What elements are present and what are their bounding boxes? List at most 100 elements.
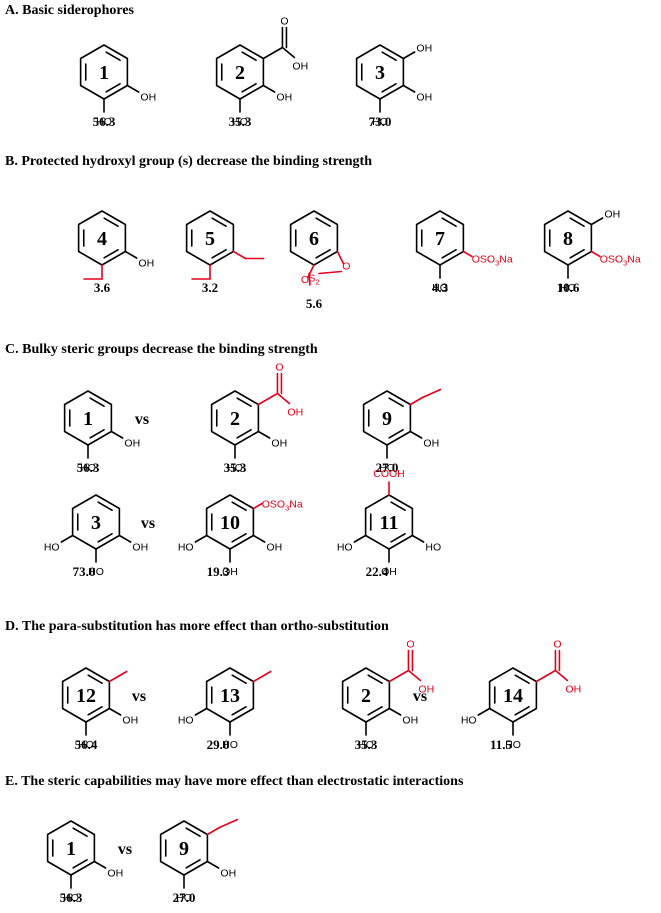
binding-strength-value: 56.3 xyxy=(77,460,100,475)
hydroxyl-bond xyxy=(276,392,291,405)
compound-number: 14 xyxy=(503,685,523,707)
binding-strength-value: 4.3 xyxy=(432,280,449,295)
carbonyl-o-label: O xyxy=(553,639,561,651)
double-bond xyxy=(381,51,397,62)
substituent-bond xyxy=(257,430,271,439)
substituent-bond xyxy=(252,534,266,543)
double-bond xyxy=(103,217,119,228)
oh-label: OH xyxy=(418,684,434,696)
molecule-5: 53.2 xyxy=(185,210,265,295)
double-bond xyxy=(381,82,397,93)
substituent-bond xyxy=(402,51,416,60)
binding-strength-value: 29.0 xyxy=(207,737,230,752)
sulfate-bond xyxy=(308,272,311,286)
substituent-bond xyxy=(409,430,423,439)
ho-label: HO xyxy=(178,542,194,554)
double-bond xyxy=(185,858,201,869)
methyl-bond xyxy=(252,670,272,683)
double-bond xyxy=(87,674,103,685)
ho-label: HO xyxy=(425,542,441,554)
hydroxyl-bond xyxy=(554,669,569,682)
ho-label: HO xyxy=(432,282,448,294)
ether-bond xyxy=(232,250,247,260)
oh-label: OH xyxy=(423,438,439,450)
substituent-bond xyxy=(60,534,74,543)
compound-number: 2 xyxy=(230,408,240,430)
substituent-bond xyxy=(118,534,132,543)
double-bond xyxy=(390,501,406,512)
ho-label: HO xyxy=(379,462,395,474)
sulfate-bond xyxy=(318,270,343,275)
compound-number: 5 xyxy=(205,228,215,250)
ho-label: HO xyxy=(372,116,388,128)
oh-label: OH xyxy=(107,868,123,880)
binding-strength-value: 35.3 xyxy=(224,460,247,475)
binding-strength-value: 22.4 xyxy=(366,564,389,579)
substituent-bond xyxy=(206,860,220,869)
oso3na-label: OSO3Na xyxy=(472,254,513,268)
binding-strength-value: 5.6 xyxy=(306,296,323,311)
double-bond xyxy=(441,248,457,259)
substituent-bond xyxy=(124,250,138,259)
sulfonate-bond xyxy=(590,250,601,258)
ho-label: HO xyxy=(176,892,192,904)
carboxyl-bond xyxy=(262,46,284,60)
double-bond xyxy=(231,532,247,543)
double-bond xyxy=(236,428,252,439)
section-title: D. The para-substitution has more effect… xyxy=(5,619,389,634)
oh-label: OH xyxy=(220,868,236,880)
oh-label: OH xyxy=(402,715,418,727)
compound-number: 1 xyxy=(66,838,76,860)
ho-label: HO xyxy=(178,715,194,727)
substituent-bond xyxy=(477,707,491,716)
carbonyl-o-label: O xyxy=(275,362,283,374)
compound-number: 1 xyxy=(83,408,93,430)
binding-strength-value: 56.3 xyxy=(93,114,116,129)
double-bond xyxy=(211,217,227,228)
substituent-bond xyxy=(262,84,276,93)
ho-label: HO xyxy=(358,739,374,751)
compound-number: 8 xyxy=(563,228,573,250)
compound-number: 13 xyxy=(220,685,240,707)
oh-label: OH xyxy=(604,209,620,221)
section-title: C. Bulky steric groups decrease the bind… xyxy=(5,342,318,357)
binding-strength-value: 56.4 xyxy=(75,737,98,752)
double-bond xyxy=(315,248,331,259)
double-bond xyxy=(97,501,113,512)
sulfate-o-label: O xyxy=(342,261,350,273)
vs-label: vs xyxy=(413,688,427,705)
ho-label: HO xyxy=(44,542,60,554)
compound-number: 6 xyxy=(309,228,319,250)
substituent-bond xyxy=(108,707,122,716)
compound-number: 3 xyxy=(91,512,101,534)
oh-label: OH xyxy=(416,92,432,104)
section-title: A. Basic siderophores xyxy=(5,3,135,18)
vs-label: vs xyxy=(118,841,132,858)
hydroxyl-bond xyxy=(281,46,296,59)
substituent-bond xyxy=(388,707,402,716)
binding-strength-value: 73.0 xyxy=(73,564,96,579)
double-bond xyxy=(231,501,247,512)
methyl-bond xyxy=(108,670,128,683)
ether-bond xyxy=(206,826,221,836)
vs-label: vs xyxy=(132,688,146,705)
double-bond xyxy=(367,705,383,716)
ho-label: HO xyxy=(461,715,477,727)
double-bond xyxy=(315,217,331,228)
binding-strength-value: 19.3 xyxy=(207,564,230,579)
section-title: B. Protected hydroxyl group (s) decrease… xyxy=(5,154,372,169)
methyl-bond xyxy=(218,818,239,829)
double-bond xyxy=(105,51,121,62)
substituent-bond xyxy=(93,860,107,869)
compound-number: 11 xyxy=(380,512,399,534)
double-bond xyxy=(514,674,530,685)
sulfate-o-label: O xyxy=(301,274,309,286)
